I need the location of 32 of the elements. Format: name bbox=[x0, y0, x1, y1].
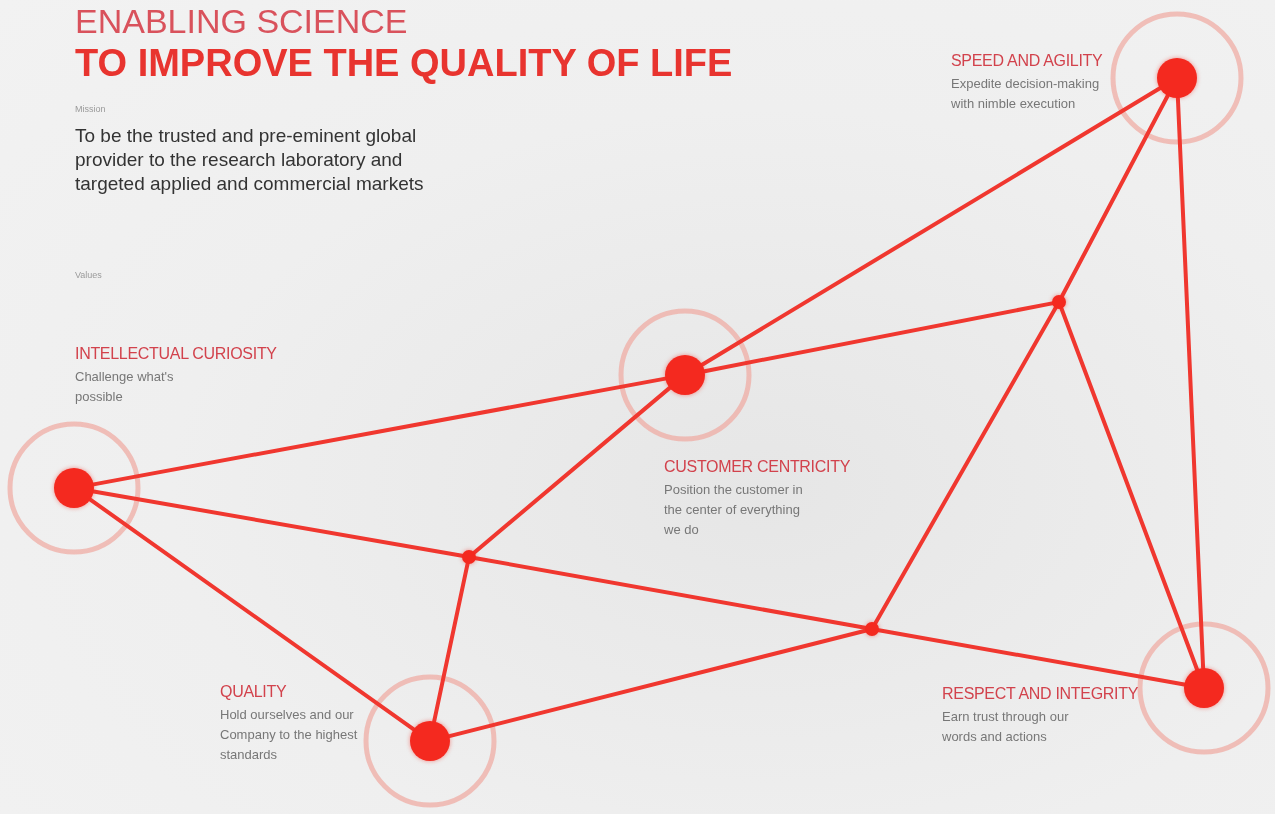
connector-line bbox=[1060, 93, 1170, 298]
section-label: Mission bbox=[75, 104, 106, 114]
value-dot bbox=[665, 355, 705, 395]
value-heading: INTELLECTUAL CURIOSITY bbox=[75, 345, 277, 363]
connector-line bbox=[432, 561, 470, 724]
value-heading: SPEED AND AGILITY bbox=[951, 52, 1103, 70]
section-label: Values bbox=[75, 270, 102, 280]
value-heading: CUSTOMER CENTRICITY bbox=[664, 458, 850, 476]
value-description: Expedite decision-making with nimble execution bbox=[951, 75, 1101, 113]
value-dot bbox=[1157, 58, 1197, 98]
connector-line bbox=[472, 385, 672, 555]
value-dot bbox=[410, 721, 450, 761]
value-heading: RESPECT AND INTEGRITY bbox=[942, 685, 1139, 703]
connector-line bbox=[700, 86, 1162, 367]
value-heading: QUALITY bbox=[220, 683, 287, 701]
value-description: Hold ourselves and our Company to the highest standards bbox=[220, 706, 359, 764]
value-dot bbox=[1184, 668, 1224, 708]
connector-line bbox=[1175, 96, 1206, 670]
connector-line bbox=[873, 306, 1058, 625]
connector-line bbox=[447, 628, 868, 739]
connector-line bbox=[1059, 306, 1199, 672]
value-description: Earn trust through our words and actions bbox=[942, 708, 1070, 746]
junction-dot bbox=[865, 622, 879, 636]
junction-dot bbox=[462, 550, 476, 564]
value-description: Position the customer in the center of everything we do bbox=[664, 481, 804, 539]
title: ENABLING SCIENCE TO IMPROVE THE QUALITY OF LIFE bbox=[75, 1, 733, 84]
value-dot bbox=[54, 468, 94, 508]
junction-dot bbox=[1052, 295, 1066, 309]
connector-line bbox=[473, 556, 868, 630]
mission-statement: To be the trusted and pre-eminent global provider to the research laboratory and targeted applied and commercial markets bbox=[75, 124, 425, 196]
value-description: Challenge what's possible bbox=[75, 368, 175, 406]
connector-line bbox=[88, 497, 416, 732]
